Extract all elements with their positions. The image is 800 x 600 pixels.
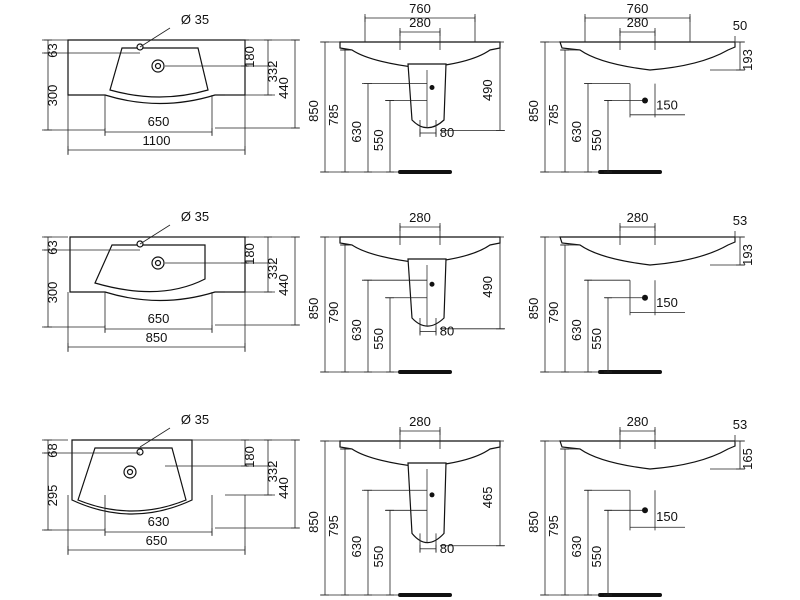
dimension-label: 1100 bbox=[143, 133, 171, 148]
trap-offset-label: 150 bbox=[656, 295, 678, 310]
basin-side-profile bbox=[559, 41, 736, 71]
dimension-label: 180 bbox=[242, 446, 257, 468]
dimension-label: 465 bbox=[480, 487, 495, 509]
dimension-label: 650 bbox=[146, 533, 168, 548]
dimension-label: 550 bbox=[589, 129, 604, 151]
outlet-dot-icon bbox=[429, 281, 435, 287]
dimension-label: 795 bbox=[546, 515, 561, 537]
dimension-line bbox=[139, 224, 171, 245]
dimension-label: 630 bbox=[569, 536, 584, 558]
dimension-label: 630 bbox=[349, 536, 364, 558]
bowl-outline bbox=[77, 447, 187, 512]
dimension-label: 630 bbox=[569, 121, 584, 143]
dimension-label: 850 bbox=[526, 100, 541, 122]
hole-diameter-label: Ø 35 bbox=[181, 412, 209, 427]
dimension-label: 332 bbox=[265, 461, 280, 483]
dimension-label: 332 bbox=[265, 258, 280, 280]
trap-outlet-dot-icon bbox=[642, 97, 648, 104]
basin-side-profile bbox=[559, 440, 736, 470]
drain-inner-icon bbox=[154, 259, 162, 267]
side-view-2: 850 790 630 550 150 193 53 280 bbox=[526, 210, 755, 374]
trap-offset-label: 150 bbox=[656, 509, 678, 524]
drain-inner-icon bbox=[126, 468, 134, 476]
dimension-label: 850 bbox=[306, 298, 321, 320]
dimension-label: 550 bbox=[589, 546, 604, 568]
dimension-label: 165 bbox=[740, 448, 755, 470]
side-view-3: 850 795 630 550 150 165 53 280 bbox=[526, 414, 755, 597]
dimension-label: 193 bbox=[740, 49, 755, 71]
dimension-label: 440 bbox=[276, 77, 291, 99]
dimension-label: 68 bbox=[45, 443, 60, 457]
dimension-label: 550 bbox=[371, 328, 386, 350]
dimension-label: 295 bbox=[45, 485, 60, 507]
drain-inner-icon bbox=[154, 62, 162, 70]
dimension-label: 280 bbox=[409, 210, 431, 225]
dimension-label: 300 bbox=[45, 85, 60, 107]
wall-gap-label: 53 bbox=[733, 213, 747, 228]
dimension-label: 80 bbox=[440, 324, 454, 339]
dimension-label: 440 bbox=[276, 477, 291, 499]
dimension-line bbox=[139, 427, 171, 448]
dimension-label: 280 bbox=[409, 15, 431, 30]
trap-outlet-dot-icon bbox=[642, 294, 648, 301]
dimension-label: 850 bbox=[526, 511, 541, 533]
dimension-label: 440 bbox=[276, 274, 291, 296]
dimension-label: 63 bbox=[45, 240, 60, 254]
outlet-dot-icon bbox=[429, 492, 435, 498]
dimension-label: 785 bbox=[546, 104, 561, 126]
front-view-2: 850 790 630 550 490 80 280 bbox=[306, 210, 505, 374]
dimension-label: 490 bbox=[480, 79, 495, 101]
trap-offset-label: 150 bbox=[656, 98, 678, 113]
dimension-label: 550 bbox=[371, 546, 386, 568]
dimension-label: 180 bbox=[242, 243, 257, 265]
front-view-3: 850 795 630 550 465 80 280 bbox=[306, 414, 505, 597]
bowl-outline bbox=[94, 244, 206, 293]
dimension-label: 630 bbox=[148, 514, 170, 529]
tap-hole-icon bbox=[136, 448, 144, 456]
dimension-label: 280 bbox=[627, 210, 649, 225]
dimension-label: 795 bbox=[326, 515, 341, 537]
dimension-label: 790 bbox=[326, 302, 341, 324]
dimension-label: 490 bbox=[480, 276, 495, 298]
wall-gap-label: 53 bbox=[733, 417, 747, 432]
wall-gap-label: 50 bbox=[733, 18, 747, 33]
dimension-line bbox=[139, 27, 171, 48]
basin-side-profile bbox=[559, 236, 736, 266]
dimension-label: 760 bbox=[627, 1, 649, 16]
dimension-label: 630 bbox=[569, 319, 584, 341]
hole-diameter-label: Ø 35 bbox=[181, 209, 209, 224]
dimension-label: 280 bbox=[409, 414, 431, 429]
outlet-dot-icon bbox=[429, 85, 435, 90]
dimension-label: 180 bbox=[242, 46, 257, 68]
dimension-label: 850 bbox=[306, 100, 321, 122]
dimension-label: 785 bbox=[326, 104, 341, 126]
dimension-label: 300 bbox=[45, 282, 60, 304]
dimension-label: 280 bbox=[627, 414, 649, 429]
dimension-label: 760 bbox=[409, 1, 431, 16]
dimension-label: 850 bbox=[146, 330, 168, 345]
dimension-label: 193 bbox=[740, 244, 755, 266]
dimension-label: 790 bbox=[546, 302, 561, 324]
dimension-label: 850 bbox=[526, 298, 541, 320]
dimension-label: 650 bbox=[148, 114, 170, 129]
dimension-label: 550 bbox=[371, 129, 386, 151]
dimension-label: 63 bbox=[45, 43, 60, 57]
dimension-label: 332 bbox=[265, 61, 280, 83]
hole-diameter-label: Ø 35 bbox=[181, 12, 209, 27]
dimension-label: 630 bbox=[349, 319, 364, 341]
dimension-label: 630 bbox=[349, 121, 364, 143]
dimension-label: 80 bbox=[440, 125, 454, 140]
dimension-label: 650 bbox=[148, 311, 170, 326]
dimension-label: 280 bbox=[627, 15, 649, 30]
dimension-label: 850 bbox=[306, 511, 321, 533]
dimension-label: 80 bbox=[440, 541, 454, 556]
trap-outlet-dot-icon bbox=[642, 507, 648, 514]
dimension-label: 550 bbox=[589, 328, 604, 350]
